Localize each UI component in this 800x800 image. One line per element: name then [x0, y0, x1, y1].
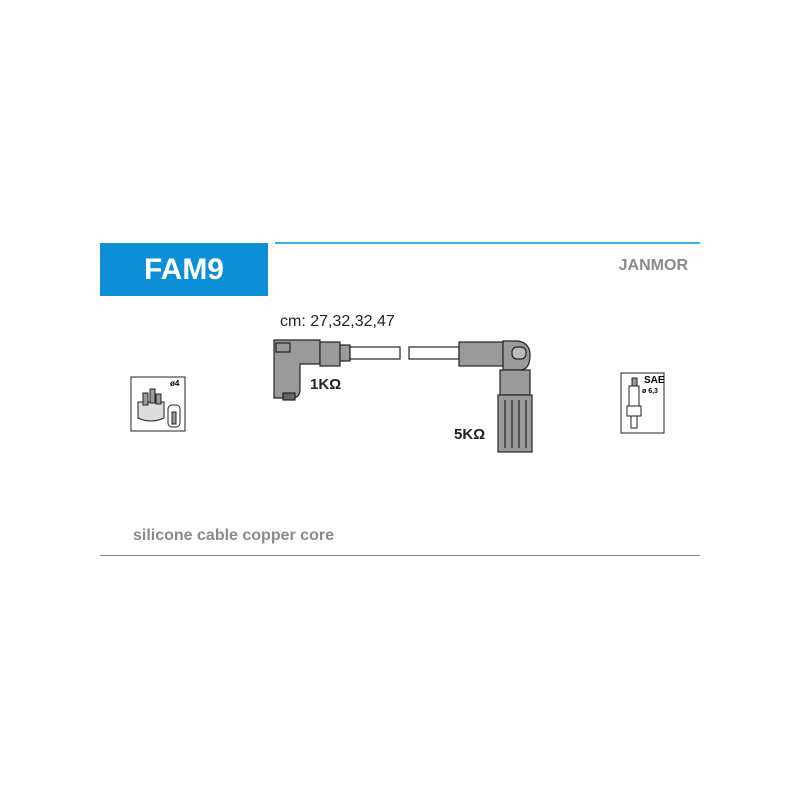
spark-plug-type: SAE — [644, 375, 665, 386]
spark-plug-icon — [620, 372, 665, 434]
cable-lengths: cm: 27,32,32,47 — [280, 313, 395, 330]
brand-name: JANMOR — [618, 257, 688, 274]
right-resistor-label: 5KΩ — [454, 426, 486, 443]
cable-description: silicone cable copper core — [133, 527, 334, 544]
right-boot — [458, 340, 533, 453]
distributor-diameter: ø4 — [170, 379, 180, 388]
product-code: FAM9 — [143, 252, 224, 286]
cable — [349, 346, 460, 360]
left-resistor-label: 1KΩ — [310, 376, 342, 393]
product-code-badge: FAM9 — [100, 243, 268, 296]
spark-plug-diameter: ø 6,3 — [642, 388, 658, 395]
distributor-icon — [130, 376, 186, 432]
header-divider — [275, 242, 700, 244]
left-boot — [273, 339, 351, 401]
footer-divider — [100, 555, 700, 556]
